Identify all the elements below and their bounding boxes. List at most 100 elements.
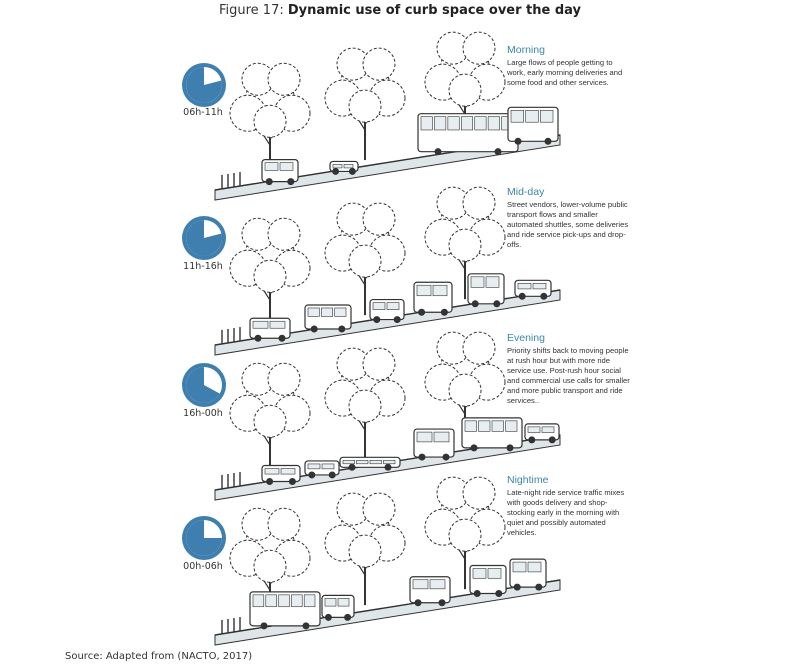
cafe-tables-wheel [332, 167, 340, 175]
bus-rear-wheel [514, 137, 522, 145]
car-2-window [517, 283, 532, 290]
food-truck-window [321, 307, 333, 317]
tree-midday-1 [324, 202, 406, 316]
vendor-stall-window [372, 302, 386, 310]
tree-canopy [267, 217, 301, 251]
delivery-van-wheel [287, 178, 295, 186]
tree-morning-1 [324, 47, 406, 161]
truck-window [291, 594, 303, 608]
shuttle-4 [509, 558, 547, 591]
tree-canopy [362, 47, 396, 81]
car-window [252, 320, 269, 329]
bus-rear-window [510, 110, 524, 123]
tree-canopy [362, 347, 396, 381]
tree-evening-2 [424, 331, 506, 445]
clock-sector-morning [186, 67, 222, 104]
bus-window [487, 116, 500, 131]
tree-canopy [348, 534, 382, 568]
cafe-tables-wheel [384, 463, 392, 471]
shuttle-window [324, 598, 337, 607]
tree-canopy [462, 186, 496, 220]
shuttle-wheel [418, 308, 426, 316]
period-title: Morning [507, 44, 545, 56]
tree-nightime-0 [229, 507, 311, 621]
bus [461, 417, 523, 452]
shuttle-window [433, 431, 450, 443]
clock-sector-midday [186, 220, 222, 257]
shuttle-3 [469, 564, 507, 597]
bus-rear-window [540, 110, 554, 123]
period-midday: Mid-day Street vendors, lower-volume pub… [507, 186, 632, 250]
clock-label-evening: 16h-00h [183, 408, 223, 419]
shuttle-2-window [412, 579, 429, 590]
clock-label-morning: 06h-11h [183, 107, 223, 118]
figure-number: Figure 17: [218, 3, 288, 18]
bus-window [420, 116, 433, 131]
tree-canopy [448, 373, 482, 407]
period-description: Large flows of people getting to work, e… [507, 58, 623, 87]
source-note: Source: Adapted from (NACTO, 2017) [65, 651, 253, 662]
car-window [280, 468, 296, 475]
period-title: Evening [507, 332, 545, 344]
tree-canopy [462, 476, 496, 510]
car-wheel [254, 334, 262, 342]
car-wheel [278, 334, 286, 342]
cafe-tables-window [383, 459, 396, 465]
panel-evening [182, 331, 561, 501]
tree-canopy [448, 228, 482, 262]
bus-window [474, 116, 487, 131]
panel-morning [182, 31, 561, 201]
tree-canopy [267, 362, 301, 396]
period-morning: Morning Large flows of people getting to… [507, 44, 632, 88]
shuttle [413, 428, 455, 461]
panel-nightime [182, 476, 561, 646]
car-2 [514, 279, 552, 300]
period-nightime: Nightime Late-night ride service traffic… [507, 474, 632, 538]
food-truck-window [334, 307, 347, 317]
food-truck-wheel [338, 325, 346, 333]
food-truck-wheel [310, 325, 318, 333]
truck-wheel [260, 622, 268, 630]
tree-canopy [267, 507, 301, 541]
bus-rear-window [525, 110, 539, 123]
clock-label-nightime: 00h-06h [183, 561, 223, 572]
shuttle-3-wheel [473, 589, 481, 597]
clock-sector-nightime [186, 520, 222, 556]
figure-title: Figure 17: Dynamic use of curb space ove… [0, 3, 800, 18]
food-truck [304, 304, 352, 333]
bus-wheel [506, 444, 514, 452]
tree-canopy [462, 31, 496, 65]
car-2-wheel [540, 292, 548, 300]
vendor-stall-wheel [393, 316, 401, 324]
tree-nightime-2 [424, 476, 506, 590]
food-truck-window [307, 307, 320, 317]
shuttle-2-wheel [438, 599, 446, 607]
shuttle-window [416, 284, 432, 297]
car-2-window [532, 283, 547, 290]
tree-canopy [267, 62, 301, 96]
car-3-window [527, 426, 541, 433]
truck-window [265, 594, 277, 608]
period-evening: Evening Priority shifts back to moving p… [507, 332, 632, 406]
tree-canopy [253, 549, 287, 583]
car-2-window [307, 463, 321, 470]
period-title: Mid-day [507, 186, 545, 198]
delivery-van-window [279, 162, 294, 171]
bus-window [434, 116, 447, 131]
car-wheel [266, 477, 274, 485]
bus-window [505, 420, 518, 432]
shuttle-wheel [442, 453, 450, 461]
tree-canopy [253, 404, 287, 438]
truck [249, 591, 321, 630]
car-3 [524, 423, 560, 444]
tree-nightime-1 [324, 492, 406, 606]
shuttle-2 [409, 576, 451, 607]
truck-wheel [302, 622, 310, 630]
vendor-stall [369, 298, 405, 324]
cafe-tables-wheel [348, 463, 356, 471]
tree-evening-1 [324, 347, 406, 461]
bus-window [464, 420, 477, 432]
shuttle-2-window [470, 276, 485, 288]
cafe-tables [329, 160, 359, 175]
shuttle-window [337, 598, 350, 607]
